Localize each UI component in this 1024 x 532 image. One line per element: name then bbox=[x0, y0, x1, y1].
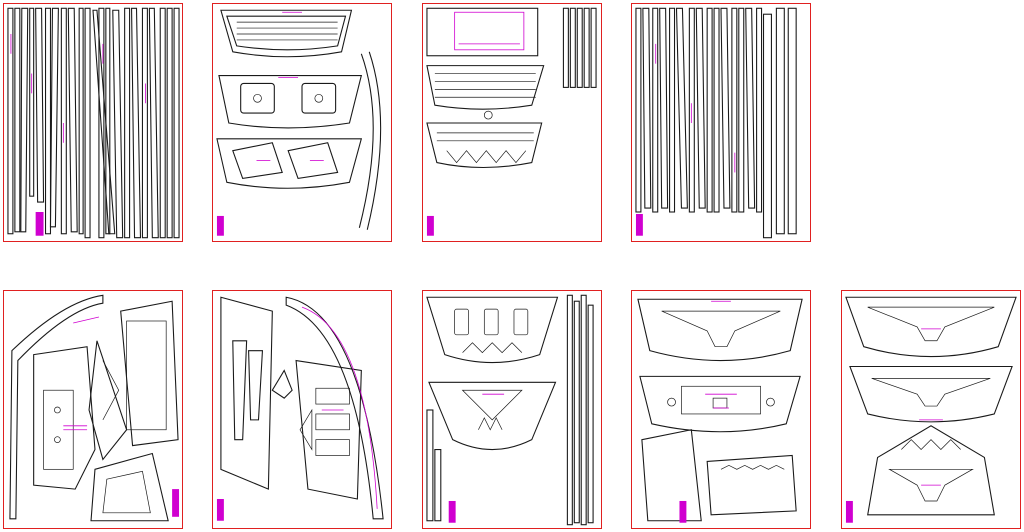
sheet-5-drawing bbox=[9, 294, 180, 522]
sheet-1 bbox=[3, 3, 183, 242]
sheet-6 bbox=[212, 290, 392, 529]
sheet-1-drawing bbox=[7, 7, 180, 239]
sheet-3-drawing bbox=[426, 7, 597, 236]
sheet-9-drawing bbox=[845, 296, 1017, 523]
sheet-8 bbox=[631, 290, 811, 529]
sheet-5 bbox=[3, 290, 183, 529]
sheet-7-drawing bbox=[426, 294, 594, 526]
sheet-3 bbox=[422, 3, 602, 242]
sheet-8-drawing bbox=[637, 298, 803, 523]
sheet-2-drawing bbox=[216, 9, 382, 236]
sheet-4 bbox=[631, 3, 811, 242]
sheet-6-drawing bbox=[216, 296, 384, 521]
sheet-9 bbox=[841, 290, 1021, 529]
sheet-2 bbox=[212, 3, 392, 242]
sheet-4-drawing bbox=[635, 7, 797, 239]
sheet-7 bbox=[422, 290, 602, 529]
